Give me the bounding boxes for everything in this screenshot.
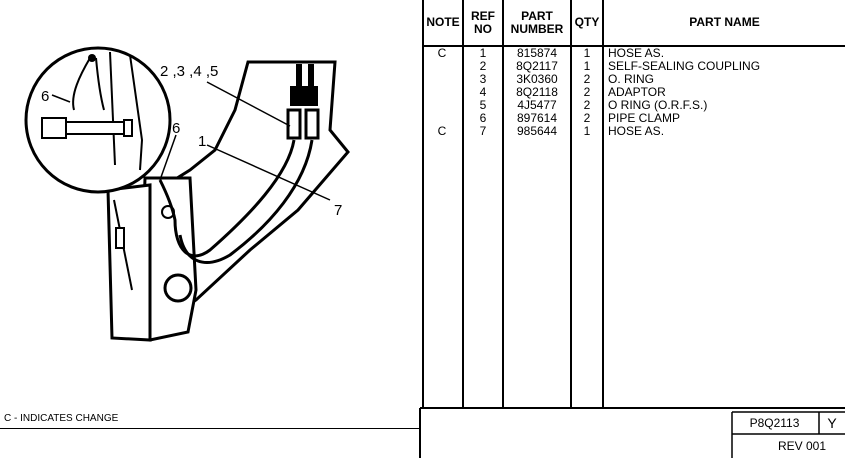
header-qty: QTY <box>574 15 600 29</box>
row-part-name: O RING (O.R.F.S.) <box>608 98 708 112</box>
row-ref-no: 3 <box>479 72 487 86</box>
callout-ref-1: 1 <box>198 133 206 150</box>
row-qty: 1 <box>583 46 591 60</box>
table-row: 6 897614 2 PIPE CLAMP <box>422 112 845 125</box>
row-qty: 2 <box>583 85 591 99</box>
row-part-name: ADAPTOR <box>608 85 666 99</box>
row-ref-no: 6 <box>479 111 487 125</box>
table-row: C 1 815874 1 HOSE AS. <box>422 47 845 60</box>
row-qty: 1 <box>583 59 591 73</box>
table-row: 2 8Q2117 1 SELF-SEALING COUPLING <box>422 60 845 73</box>
callout-ref-6-main: 6 <box>172 120 180 137</box>
row-part-number: 4J5477 <box>517 98 557 112</box>
row-part-number: 897614 <box>516 111 558 125</box>
row-part-name: SELF-SEALING COUPLING <box>608 59 761 73</box>
row-ref-no: 7 <box>479 124 487 138</box>
row-part-name: HOSE AS. <box>608 124 665 138</box>
row-ref-no: 1 <box>479 46 487 60</box>
row-part-number: 8Q2117 <box>516 59 558 73</box>
row-note: C <box>437 124 447 138</box>
row-note: C <box>437 46 447 60</box>
row-qty: 1 <box>583 124 591 138</box>
callout-ref-6-detail: 6 <box>41 88 49 105</box>
hose-line-2 <box>178 139 314 264</box>
row-part-number: 8Q2118 <box>516 85 558 99</box>
row-ref-no: 4 <box>479 85 487 99</box>
row-part-name: HOSE AS. <box>608 46 665 60</box>
change-legend: C - INDICATES CHANGE <box>4 413 119 424</box>
frame-post <box>106 183 152 342</box>
row-part-number: 815874 <box>516 46 558 60</box>
table-row: 4 8Q2118 2 ADAPTOR <box>422 86 845 99</box>
row-part-name: O. RING <box>608 72 655 86</box>
row-qty: 2 <box>583 72 591 86</box>
callout-ref-7: 7 <box>334 202 342 219</box>
row-qty: 2 <box>583 98 591 112</box>
table-row: 3 3K0360 2 O. RING <box>422 73 845 86</box>
table-row: C 7 985644 1 HOSE AS. <box>422 125 845 138</box>
header-part-name: PART NAME <box>689 15 760 29</box>
row-ref-no: 5 <box>479 98 487 112</box>
parts-illustration: 2 ,3 ,4 ,5 1 6 6 7 <box>24 46 350 342</box>
table-row: 5 4J5477 2 O RING (O.R.F.S.) <box>422 99 845 112</box>
hose-line <box>158 139 296 258</box>
bracket-hole <box>163 273 193 303</box>
row-qty: 2 <box>583 111 591 125</box>
drawing-part-number: P8Q2113 <box>749 416 800 430</box>
drawing-id-block: P8Q2113 Y REV 001 <box>732 413 845 458</box>
coupling-body <box>290 86 318 106</box>
drawing-sheet-letter: Y <box>827 415 837 431</box>
callout-refs-2-5: 2 ,3 ,4 ,5 <box>160 63 218 80</box>
row-part-number: 985644 <box>516 124 558 138</box>
header-note: NOTE <box>426 15 460 29</box>
drawing-revision: REV 001 <box>777 439 827 453</box>
row-part-name: PIPE CLAMP <box>608 111 681 125</box>
row-part-number: 3K0360 <box>516 72 558 86</box>
row-ref-no: 2 <box>479 59 487 73</box>
